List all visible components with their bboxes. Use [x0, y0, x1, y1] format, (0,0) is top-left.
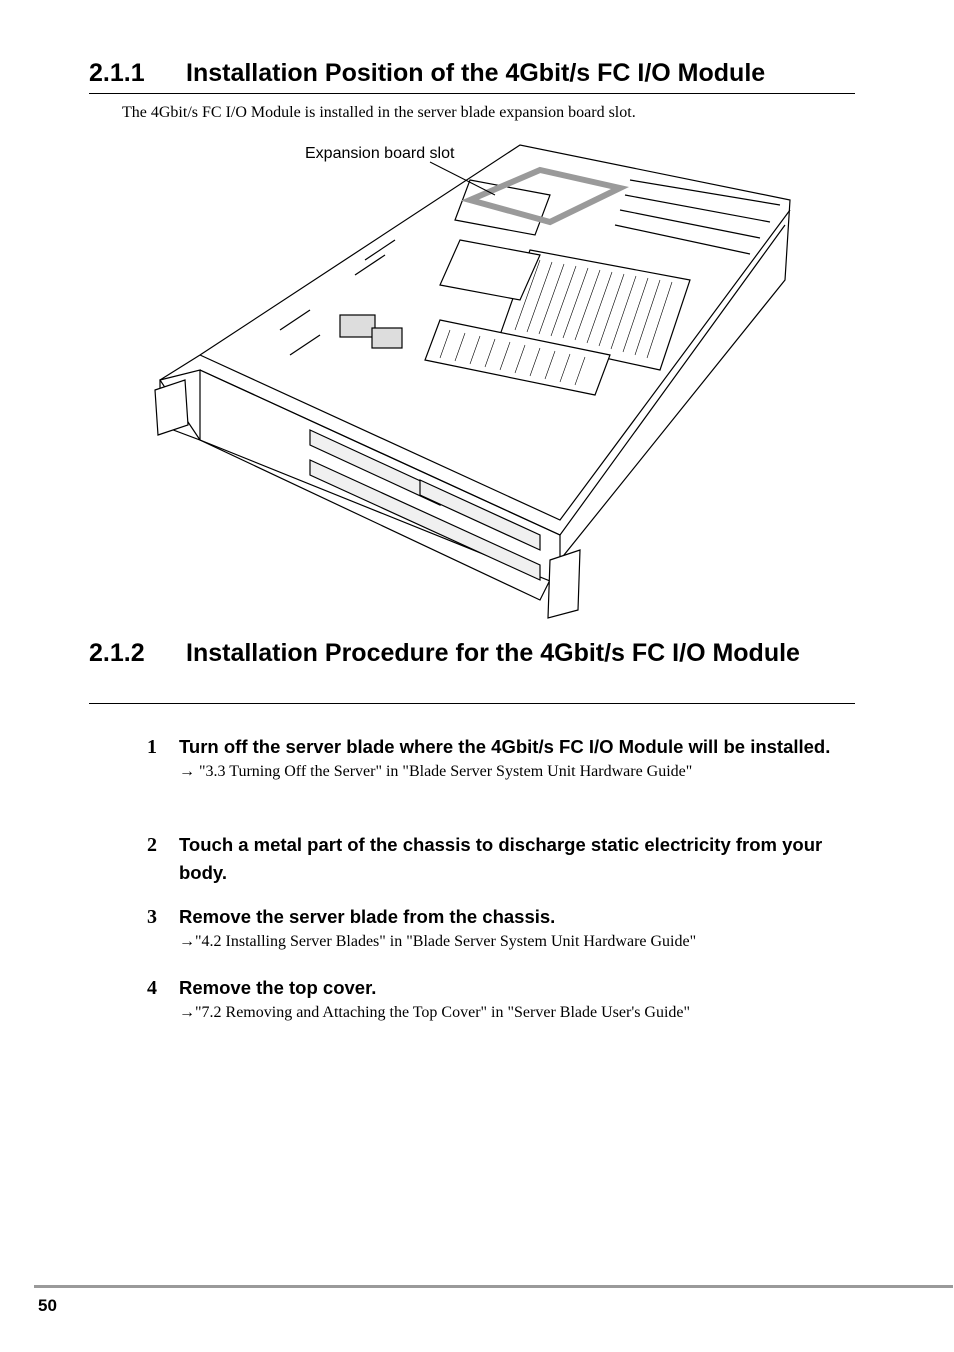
step-number: 2 [147, 834, 157, 856]
step-text: Turn off the server blade where the 4Gbi… [179, 736, 831, 757]
section-heading-2-1-2: 2.1.2 Installation Procedure for the 4Gb… [89, 638, 855, 704]
step-text: Touch a metal part of the chassis to dis… [179, 834, 823, 883]
server-blade-illustration [154, 144, 791, 619]
step-reference: →"4.2 Installing Server Blades" in "Blad… [179, 933, 697, 950]
procedure-step-3: 3 Remove the server blade from the chass… [147, 903, 847, 953]
section-number: 2.1.2 [89, 639, 145, 667]
step-reference: →"7.2 Removing and Attaching the Top Cov… [179, 1004, 691, 1021]
intro-paragraph: The 4Gbit/s FC I/O Module is installed i… [122, 104, 636, 121]
step-number: 3 [147, 906, 157, 928]
section-title: Installation Procedure for the 4Gbit/s F… [186, 639, 800, 667]
footer-divider [34, 1285, 953, 1288]
step-text: Remove the top cover. [179, 977, 377, 998]
section-title: Installation Position of the 4Gbit/s FC … [186, 59, 766, 87]
expansion-slot-highlight [460, 166, 630, 226]
step-text: Remove the server blade from the chassis… [179, 906, 556, 927]
step-number: 4 [147, 977, 157, 999]
step-reference: → "3.3 Turning Off the Server" in "Blade… [179, 763, 693, 780]
figure-callout-label: Expansion board slot [305, 145, 455, 162]
procedure-step-4: 4 Remove the top cover. →"7.2 Removing a… [147, 974, 847, 1024]
section-number: 2.1.1 [89, 59, 145, 87]
section-heading-2-1-1: 2.1.1 Installation Position of the 4Gbit… [89, 58, 855, 94]
procedure-step-2: 2 Touch a metal part of the chassis to d… [147, 831, 847, 887]
page-number: 50 [38, 1296, 57, 1315]
step-number: 1 [147, 736, 157, 758]
procedure-step-1: 1 Turn off the server blade where the 4G… [147, 733, 847, 783]
